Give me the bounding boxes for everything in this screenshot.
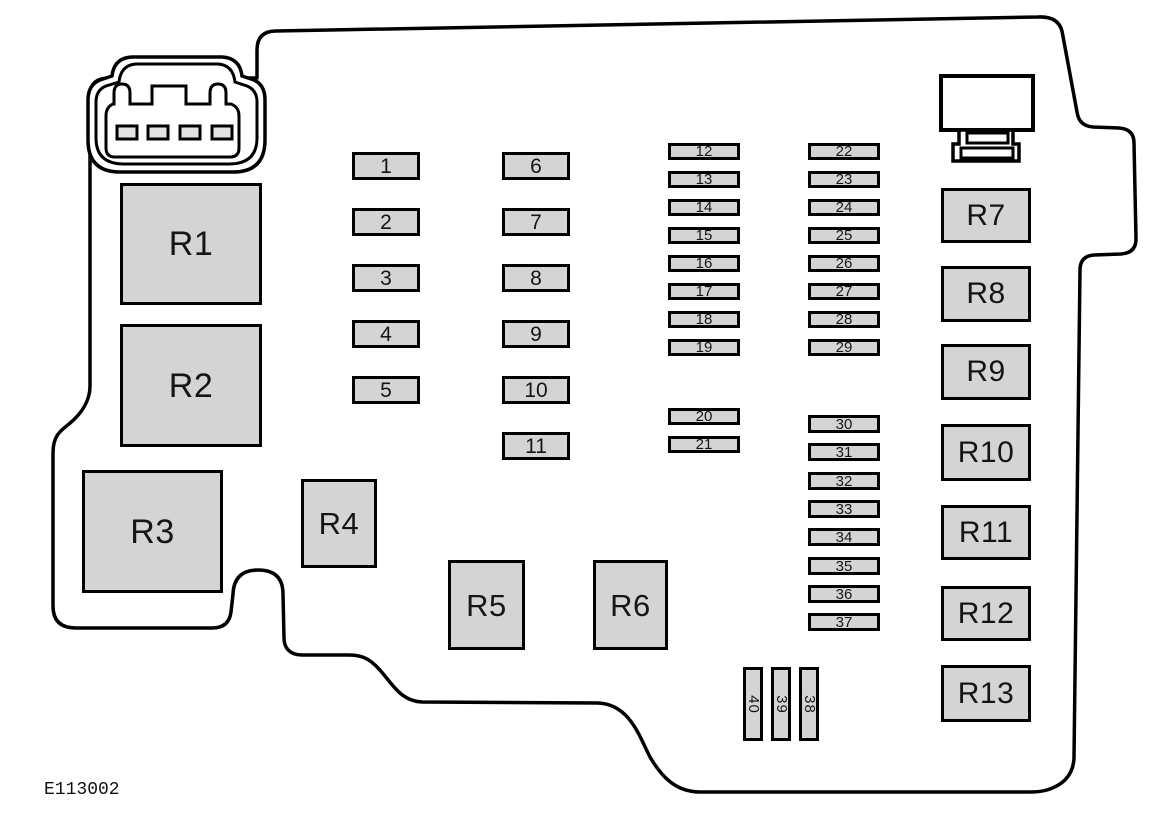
fuse-8: 8 — [502, 264, 570, 292]
figure-id-label: E113002 — [44, 780, 120, 800]
fuse-19: 19 — [668, 339, 740, 356]
fuse-13: 13 — [668, 171, 740, 188]
relay-R2: R2 — [120, 324, 262, 447]
fuse-22: 22 — [808, 143, 880, 160]
fuse-26: 26 — [808, 255, 880, 272]
top-right-component-icon — [939, 74, 1035, 163]
fuse-28: 28 — [808, 311, 880, 328]
fuse-37: 37 — [808, 613, 880, 631]
relay-R4: R4 — [301, 479, 377, 568]
relay-R11: R11 — [941, 505, 1031, 560]
fuse-7: 7 — [502, 208, 570, 236]
fuse-30: 30 — [808, 415, 880, 433]
fuse-15: 15 — [668, 227, 740, 244]
relay-R8: R8 — [941, 266, 1031, 322]
fuse-1: 1 — [352, 152, 420, 180]
fuse-25: 25 — [808, 227, 880, 244]
fuse-39: 39 — [771, 667, 791, 741]
fuse-6: 6 — [502, 152, 570, 180]
fuse-40: 40 — [743, 667, 763, 741]
fuse-4: 4 — [352, 320, 420, 348]
relay-R10: R10 — [941, 424, 1031, 481]
fuse-14: 14 — [668, 199, 740, 216]
fuse-17: 17 — [668, 283, 740, 300]
fuse-20: 20 — [668, 408, 740, 425]
fuse-38-label: 38 — [800, 694, 818, 714]
fuse-32: 32 — [808, 472, 880, 490]
fuse-33: 33 — [808, 500, 880, 518]
fuse-9: 9 — [502, 320, 570, 348]
fuse-11: 11 — [502, 432, 570, 460]
fuse-40-label: 40 — [744, 694, 762, 714]
fuse-34: 34 — [808, 528, 880, 546]
fuse-12: 12 — [668, 143, 740, 160]
relay-R12: R12 — [941, 586, 1031, 641]
fuse-31: 31 — [808, 443, 880, 461]
fuse-3: 3 — [352, 264, 420, 292]
relay-R9: R9 — [941, 344, 1031, 400]
relay-R1: R1 — [120, 183, 262, 305]
fuse-39-label: 39 — [772, 694, 790, 714]
fuse-16: 16 — [668, 255, 740, 272]
fuse-23: 23 — [808, 171, 880, 188]
fuse-35: 35 — [808, 557, 880, 575]
fuse-24: 24 — [808, 199, 880, 216]
relay-R5: R5 — [448, 560, 525, 650]
fuse-29: 29 — [808, 339, 880, 356]
fuse-21: 21 — [668, 436, 740, 453]
fuse-38: 38 — [799, 667, 819, 741]
fuse-27: 27 — [808, 283, 880, 300]
four-pin-connector-icon — [86, 55, 267, 174]
fuse-2: 2 — [352, 208, 420, 236]
fuse-18: 18 — [668, 311, 740, 328]
relay-R7: R7 — [941, 188, 1031, 243]
fuse-5: 5 — [352, 376, 420, 404]
fuse-10: 10 — [502, 376, 570, 404]
relay-R6: R6 — [593, 560, 668, 650]
relay-R3: R3 — [82, 470, 223, 593]
fuse-36: 36 — [808, 585, 880, 603]
relay-R13: R13 — [941, 665, 1031, 722]
